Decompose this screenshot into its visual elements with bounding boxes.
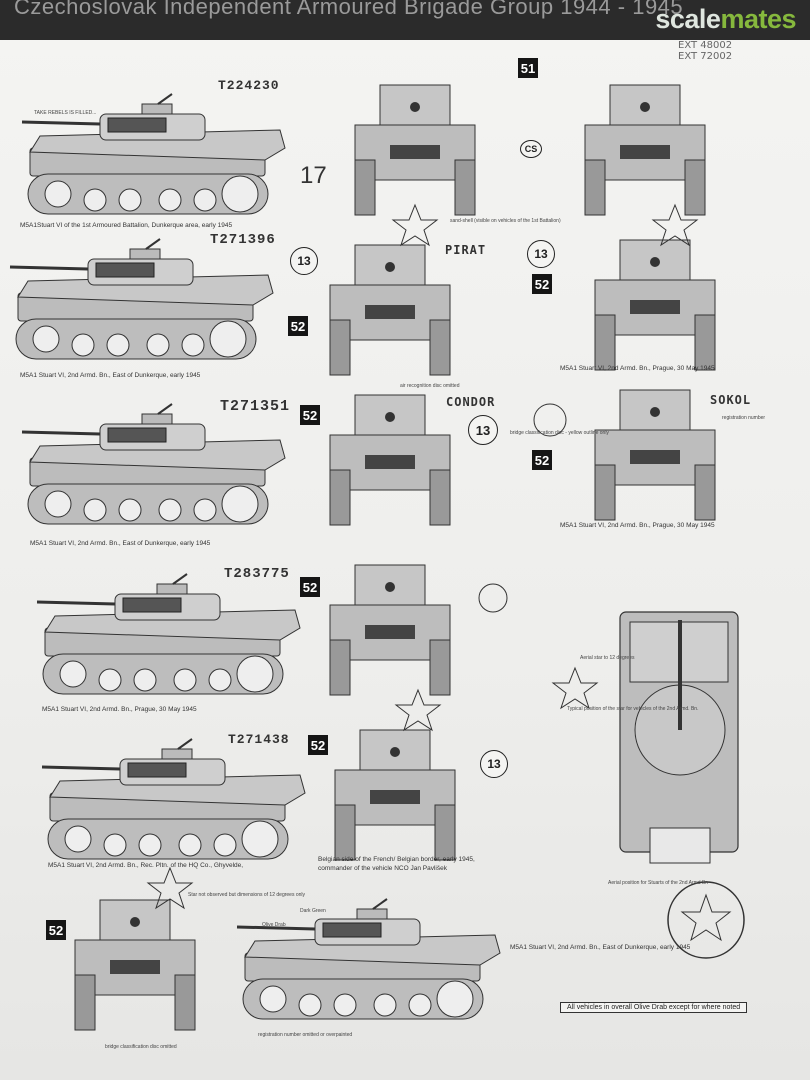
- note-slogan: TAKE REBELS IS FILLED...: [34, 110, 97, 116]
- note-reg-omitted: registration number omitted or overpaint…: [258, 1032, 353, 1038]
- caption-2: M5A1 Stuart VI, 2nd Armd. Bn., East of D…: [20, 372, 201, 379]
- caption-3: M5A1 Stuart VI, 2nd Armd. Bn., Prague, 3…: [560, 365, 715, 372]
- reg-1: T224230: [218, 78, 280, 93]
- note-bottom: Aerial position for Stuarts of the 2nd A…: [608, 880, 709, 886]
- badge-52-d: 52: [532, 450, 552, 470]
- code-48: EXT 48002: [678, 40, 733, 51]
- caption-1: M5A1Stuart VI of the 1st Armoured Battal…: [20, 222, 233, 229]
- note-star: Aerial star to 12 degrees: [580, 655, 635, 661]
- badge-52-b: 52: [532, 274, 552, 294]
- code-72: EXT 72002: [678, 51, 733, 62]
- badge-52-c: 52: [300, 405, 320, 425]
- belgian-note-2: commander of the vehicle NCO Jan Pavliše…: [318, 865, 447, 872]
- note-reg: registration number: [722, 415, 766, 421]
- badge-cs: CS: [520, 140, 542, 158]
- belgian-note-1: Belgian side of the French/ Belgian bord…: [318, 856, 475, 863]
- logo-main: scale: [655, 4, 721, 34]
- badge-13-c: 13: [468, 415, 498, 445]
- scalemates-logo: scalemates: [655, 4, 796, 35]
- caption-6: M5A1 Stuart VI, 2nd Armd. Bn., Prague, 3…: [42, 706, 197, 713]
- reg-2: T271396: [210, 232, 276, 248]
- caption-5: M5A1 Stuart VI, 2nd Armd. Bn., Prague, 3…: [560, 522, 715, 529]
- note-bridge-omitted: bridge classification disc omitted: [105, 1044, 177, 1050]
- caption-7: M5A1 Stuart VI, 2nd Armd. Bn., Rec. Pltn…: [48, 862, 244, 869]
- reg-4: T283775: [224, 566, 290, 582]
- footnote: All vehicles in overall Olive Drab excep…: [560, 1002, 748, 1013]
- badge-52-f: 52: [308, 735, 328, 755]
- reg-3: T271351: [220, 398, 291, 415]
- note-dark-green: Dark Green: [300, 908, 326, 914]
- note-typical: Typical position of the star for vehicle…: [567, 706, 699, 712]
- header-band: Czechoslovak Independent Armoured Brigad…: [0, 0, 810, 40]
- name-pirat: PIRAT: [445, 243, 487, 257]
- sheet-title: Czechoslovak Independent Armoured Brigad…: [14, 0, 684, 19]
- badge-13-d: 13: [480, 750, 508, 778]
- note-olive: Olive Drab: [262, 922, 286, 928]
- badge-51: 51: [518, 58, 538, 78]
- badge-13-b: 13: [527, 240, 555, 268]
- name-sokol: SOKOL: [710, 393, 752, 407]
- badge-52-a: 52: [288, 316, 308, 336]
- note-aerial: air recognition disc omitted: [400, 383, 460, 389]
- badge-52-g: 52: [46, 920, 66, 940]
- caption-4: M5A1 Stuart VI, 2nd Armd. Bn., East of D…: [30, 540, 211, 547]
- name-condor: CONDOR: [446, 395, 496, 409]
- badge-13-a: 13: [290, 247, 318, 275]
- number-17: 17: [300, 162, 327, 189]
- note-sand: sand-shell (visible on vehicles of the 1…: [450, 218, 561, 224]
- logo-accent: mates: [720, 4, 796, 34]
- caption-8: M5A1 Stuart VI, 2nd Armd. Bn., East of D…: [510, 944, 691, 951]
- badge-52-e: 52: [300, 577, 320, 597]
- note-bridge: bridge classification disc - yellow outl…: [510, 430, 609, 436]
- reg-5: T271438: [228, 732, 290, 747]
- note-glacis: Star not observed but dimensions of 12 d…: [188, 892, 306, 898]
